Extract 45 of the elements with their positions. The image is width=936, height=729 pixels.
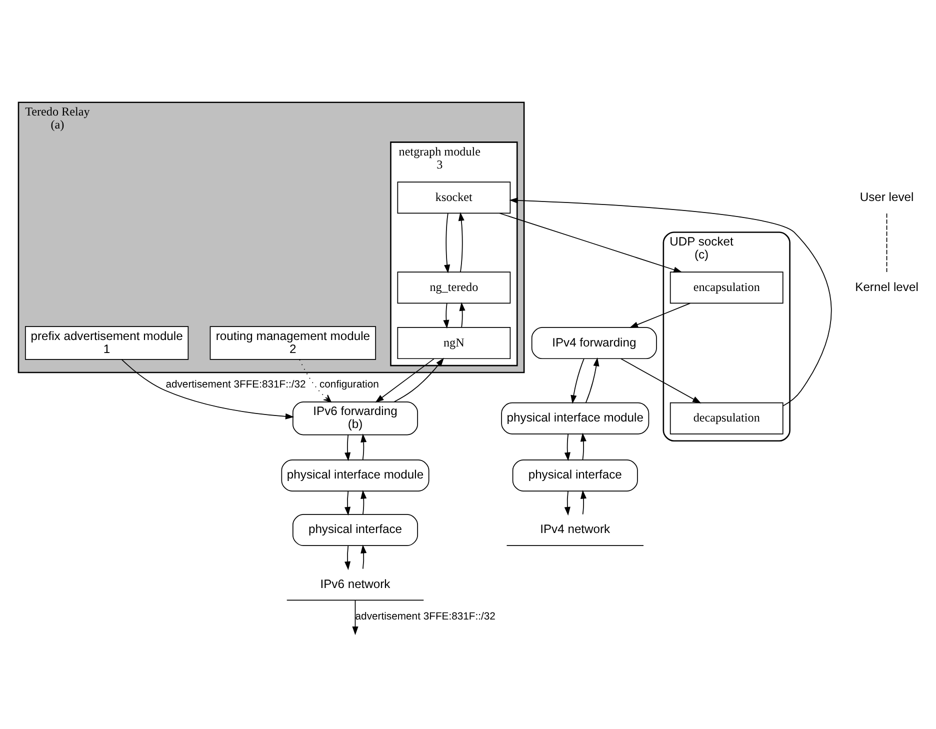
arrow	[121, 358, 294, 419]
node-box: physical interface	[512, 458, 638, 491]
arrow	[459, 302, 466, 328]
label: User level	[860, 189, 914, 204]
arrow	[564, 490, 570, 516]
node-box: physical interface module	[501, 402, 650, 434]
arrow	[360, 490, 367, 514]
edge-label: advertisement 3FFE:831F::/32	[355, 611, 496, 622]
arrow	[458, 212, 464, 272]
node-text: IPv4 network	[540, 522, 610, 536]
arrow	[570, 358, 584, 404]
node-box: encapsulation	[670, 271, 784, 304]
arrow	[564, 433, 570, 461]
node-box: IPv6 forwarding (b)	[292, 400, 418, 435]
arrow	[360, 544, 367, 569]
node-box: prefix advertisement module 1	[24, 326, 189, 360]
arrow	[352, 599, 358, 635]
arrow	[580, 432, 586, 460]
arrow	[394, 357, 444, 402]
node-box: decapsulation	[670, 402, 784, 434]
arrow	[585, 357, 600, 403]
node-box: ngN	[397, 326, 511, 359]
node-box: ksocket	[397, 181, 511, 214]
arrow	[344, 434, 351, 461]
edge-label: advertisement 3FFE:831F::/32	[166, 379, 306, 390]
node-box: physical interface	[292, 514, 418, 546]
arrow	[620, 358, 702, 403]
node-box: IPv4 forwarding	[531, 326, 657, 359]
node-box: ng_teredo	[397, 271, 511, 304]
arrow	[299, 358, 332, 402]
node-box: physical interface module	[281, 458, 430, 491]
arrow	[360, 433, 367, 460]
arrow	[344, 544, 351, 570]
arrow	[580, 490, 586, 514]
arrow	[499, 212, 682, 272]
edge-label: configuration	[319, 379, 379, 390]
arrow	[444, 212, 450, 273]
arrow	[443, 302, 450, 328]
node-text: IPv6 network	[320, 576, 390, 590]
arrow	[629, 302, 691, 328]
arrow	[509, 196, 832, 406]
node-box: routing management module 2	[210, 326, 376, 360]
arrow	[344, 490, 351, 516]
arrow	[375, 358, 434, 402]
label: Kernel level	[855, 279, 918, 294]
